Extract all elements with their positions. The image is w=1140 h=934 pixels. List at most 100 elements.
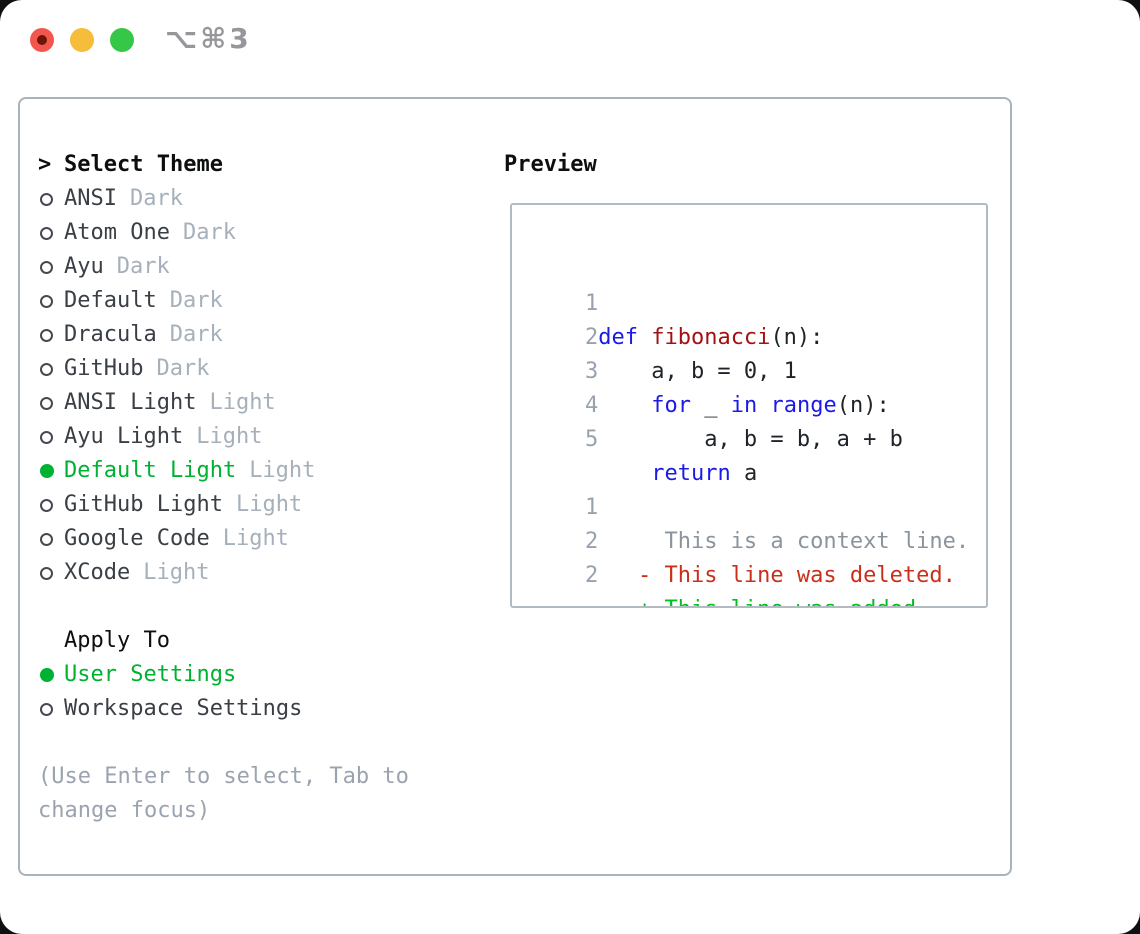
diff-text: + This line was added.: [585, 597, 929, 606]
theme-name: Google Code: [64, 526, 210, 551]
close-dot-icon: [37, 35, 47, 45]
spacer: [38, 726, 409, 760]
diff-line: 1 This is a context line.: [532, 457, 986, 554]
code-text: for _ in range(n):: [651, 393, 890, 418]
window-shortcut-label: ⌥⌘3: [165, 22, 252, 55]
theme-variant: Dark: [129, 186, 183, 211]
code-text: def fibonacci(n):: [598, 325, 824, 350]
apply-option[interactable]: Workspace Settings: [38, 692, 409, 726]
line-number: 1: [584, 291, 599, 316]
theme-option[interactable]: Default Light Light: [38, 454, 409, 488]
theme-option[interactable]: ANSI Light Light: [38, 386, 409, 420]
theme-name: Ayu: [64, 254, 104, 279]
diff-line: 2 - This line was deleted.: [532, 491, 986, 588]
diff-text: This is a context line.: [584, 529, 970, 554]
code-text: a, b = 0, 1: [584, 359, 797, 384]
theme-variant: Dark: [169, 288, 223, 313]
diff-lines: 1 This is a context line. 2 - This line …: [532, 457, 986, 606]
code-line: 5 return a: [532, 389, 986, 486]
cursor-icon: >: [38, 152, 52, 177]
preview-title: Preview: [504, 152, 597, 177]
zoom-button[interactable]: [110, 28, 134, 52]
radio-icon: [40, 532, 53, 546]
theme-name: Ayu Light: [64, 424, 184, 449]
theme-name: XCode: [64, 560, 131, 585]
radio-icon: [40, 702, 53, 716]
line-number: 2: [584, 529, 599, 554]
theme-variant: Light: [209, 390, 276, 415]
theme-option[interactable]: ANSI Dark: [38, 182, 409, 216]
line-number: 5: [584, 427, 599, 452]
theme-option[interactable]: GitHub Light Light: [38, 488, 409, 522]
theme-variant: Light: [222, 526, 289, 551]
theme-name: Dracula: [64, 322, 157, 347]
preview-box: 1 def fibonacci(n): 2 a, b = 0, 1 3 for …: [510, 203, 988, 608]
apply-option[interactable]: User Settings: [38, 658, 409, 692]
theme-name: GitHub Light: [64, 492, 223, 517]
select-theme-header: > Select Theme: [38, 148, 409, 182]
radio-icon: [40, 362, 53, 376]
main-panel: > Select Theme ANSI Dark Atom One Dark A…: [18, 97, 1012, 876]
theme-variant: Light: [196, 424, 263, 449]
theme-name: GitHub: [64, 356, 144, 381]
theme-option[interactable]: Ayu Light Light: [38, 420, 409, 454]
spacer: [38, 590, 409, 624]
theme-option[interactable]: Ayu Dark: [38, 250, 409, 284]
select-theme-title: Select Theme: [64, 152, 223, 177]
code-text: return a: [651, 461, 758, 486]
code-line: 4 a, b = b, a + b: [532, 355, 986, 452]
hint-line-2: change focus): [38, 798, 211, 823]
theme-option[interactable]: Default Dark: [38, 284, 409, 318]
radio-icon: [40, 328, 53, 342]
code-text: a, b = b, a + b: [584, 427, 903, 452]
radio-icon: [40, 396, 53, 410]
line-number: 2: [584, 563, 599, 588]
radio-icon: [40, 498, 53, 512]
theme-variant: Dark: [156, 356, 210, 381]
minimize-button[interactable]: [70, 28, 94, 52]
theme-list: > Select Theme ANSI Dark Atom One Dark A…: [38, 148, 409, 828]
theme-variant: Dark: [169, 322, 223, 347]
theme-name: Default: [64, 288, 157, 313]
theme-variant: Dark: [182, 220, 236, 245]
line-number: 1: [584, 495, 599, 520]
close-button[interactable]: [30, 28, 54, 52]
radio-icon: [40, 566, 53, 580]
theme-variant: Light: [235, 492, 303, 517]
theme-option[interactable]: Atom One Dark: [38, 216, 409, 250]
apply-to-options: User Settings Workspace Settings: [38, 658, 409, 726]
apply-to-title: Apply To: [64, 628, 170, 653]
theme-option[interactable]: Google Code Light: [38, 522, 409, 556]
theme-options: ANSI Dark Atom One Dark Ayu Dark Default…: [38, 182, 409, 590]
theme-option[interactable]: XCode Light: [38, 556, 409, 590]
code-lines: 1 def fibonacci(n): 2 a, b = 0, 1 3 for …: [532, 253, 986, 486]
theme-option[interactable]: GitHub Dark: [38, 352, 409, 386]
radio-icon: [40, 192, 53, 206]
radio-icon: [40, 464, 54, 478]
theme-option[interactable]: Dracula Dark: [38, 318, 409, 352]
titlebar: [30, 28, 134, 52]
code-line: 3 for _ in range(n):: [532, 321, 986, 418]
theme-name: Default Light: [64, 458, 237, 483]
theme-variant: Light: [249, 458, 316, 483]
theme-name: ANSI: [64, 186, 117, 211]
diff-text: - This line was deleted.: [584, 563, 956, 588]
line-number: 2: [584, 325, 599, 350]
radio-icon: [40, 668, 54, 682]
diff-line: 2 + This line was added.: [532, 525, 986, 606]
apply-option-label: User Settings: [64, 662, 237, 687]
radio-icon: [40, 226, 53, 240]
theme-name: ANSI Light: [64, 390, 197, 415]
radio-icon: [40, 260, 53, 274]
apply-to-header: Apply To: [38, 624, 409, 658]
line-number: 3: [584, 359, 599, 384]
theme-variant: Dark: [116, 254, 170, 279]
apply-option-label: Workspace Settings: [64, 696, 303, 721]
line-number: 4: [584, 393, 599, 418]
code-line: 1 def fibonacci(n):: [532, 253, 986, 350]
code-line: 2 a, b = 0, 1: [532, 287, 986, 384]
theme-variant: Light: [143, 560, 210, 585]
hint-line-1: (Use Enter to select, Tab to: [38, 764, 409, 789]
theme-name: Atom One: [64, 220, 170, 245]
